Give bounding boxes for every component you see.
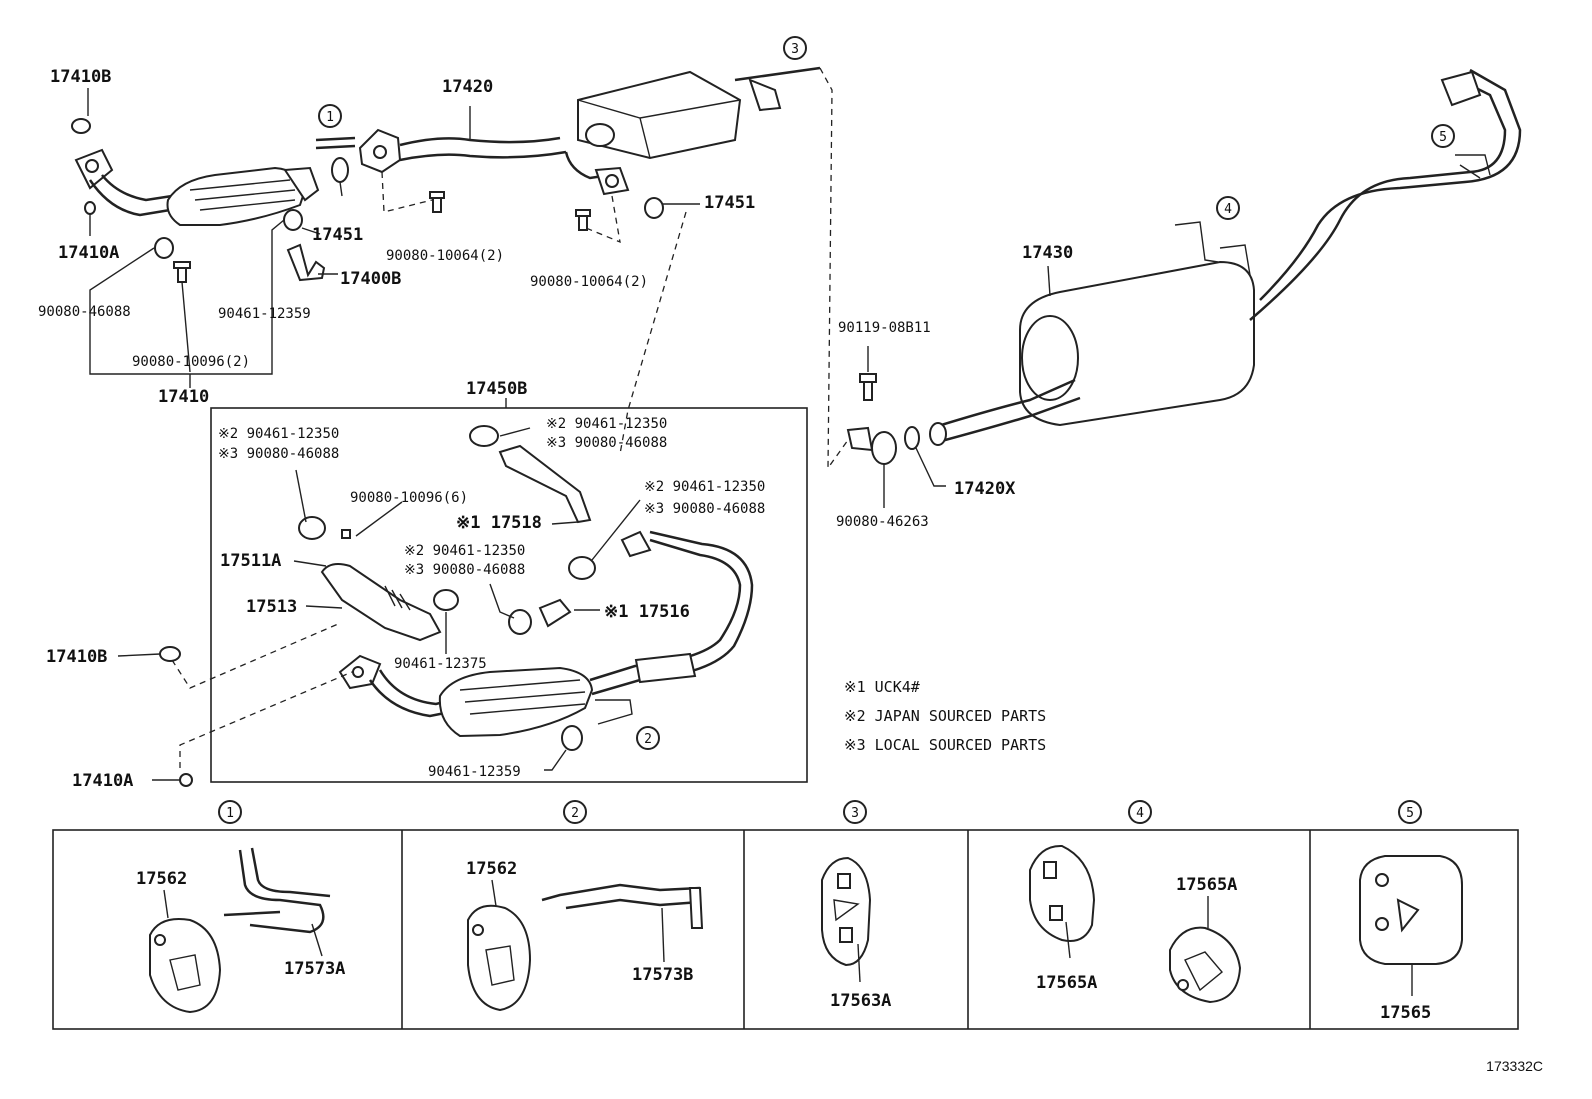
clamp-90461-12359-top	[283, 209, 303, 231]
ref-b-line2: ※3 90080-46088	[546, 435, 667, 451]
bolt-90080-10064-b	[575, 209, 591, 231]
note-1: ※1 UCK4#	[844, 678, 920, 696]
gasket-17410B-mid	[159, 646, 181, 662]
hanger-panel-frame	[52, 829, 1519, 1030]
label-17400B: 17400B	[340, 269, 401, 289]
label-17430: 17430	[1022, 243, 1073, 263]
circled-2-box: 2	[644, 732, 652, 747]
circled-4-panel: 4	[1136, 806, 1144, 821]
label-17518: ※1 17518	[456, 513, 542, 533]
clamp-90080-46088	[154, 237, 174, 259]
label-90080-46088: 90080-46088	[38, 304, 131, 320]
label-panel2-17573B: 17573B	[632, 965, 693, 985]
label-17410A-mid: 17410A	[72, 771, 133, 791]
label-17410: 17410	[158, 387, 209, 407]
box-labels: ※2 90461-12350 ※3 90080-46088 ※2 90461-1…	[46, 416, 765, 791]
bolt-90119-08B11	[859, 373, 877, 401]
assembly-box-17450B	[210, 407, 808, 783]
circled-4-top: 4	[1224, 202, 1232, 217]
part-labels: 17410B 17410A 90080-46088 90080-10096(2)…	[38, 67, 1073, 530]
center-pipe-17420	[315, 66, 821, 196]
label-90119-08B11: 90119-08B11	[838, 320, 931, 336]
label-17511A: 17511A	[220, 551, 281, 571]
circled-3-panel: 3	[851, 806, 859, 821]
ref-c-line2: ※3 90080-46088	[644, 501, 765, 517]
clamp-90080-46263	[871, 431, 897, 465]
label-17410A-top: 17410A	[58, 243, 119, 263]
gasket-17410B-top	[71, 118, 91, 134]
circled-2-panel: 2	[571, 806, 579, 821]
bracket-17400B	[286, 243, 326, 282]
hanger-panel-3: 17563A	[821, 856, 891, 1011]
ref-b-line1: ※2 90461-12350	[546, 416, 667, 432]
label-90080-10064-b: 90080-10064(2)	[530, 274, 648, 290]
label-panel1-17573A: 17573A	[284, 959, 345, 979]
hanger-panels: 1 2 3 4 5 17562 17573A	[52, 800, 1519, 1030]
ref-c-line1: ※2 90461-12350	[644, 479, 765, 495]
label-17516: ※1 17516	[604, 602, 690, 622]
note-3: ※3 LOCAL SOURCED PARTS	[844, 736, 1046, 754]
label-90461-12359-top: 90461-12359	[218, 306, 311, 322]
label-panel3-17563A: 17563A	[830, 991, 891, 1011]
label-17451-right: 17451	[704, 193, 755, 213]
circled-markers: 3 1 5 4 2	[318, 36, 1455, 750]
label-17451-left: 17451	[312, 225, 363, 245]
circled-5-top: 5	[1439, 130, 1447, 145]
gasket-17451-right	[644, 197, 664, 219]
label-panel4-17565A-b: 17565A	[1036, 973, 1097, 993]
hanger-panel-4: 17565A 17565A	[1029, 844, 1242, 1004]
label-17450B: 17450B	[466, 379, 527, 399]
circled-1-top: 1	[326, 110, 334, 125]
label-90080-10096-2: 90080-10096(2)	[132, 354, 250, 370]
bolt-90080-10096	[173, 261, 191, 283]
hanger-panel-2: 17562 17573B	[466, 859, 704, 1012]
hanger-panel-1: 17562 17573A	[136, 847, 345, 1014]
bolt-90080-10064-a	[429, 191, 445, 213]
label-17513: 17513	[246, 597, 297, 617]
figure-code: 173332C	[1486, 1058, 1543, 1074]
label-panel1-17562: 17562	[136, 869, 187, 889]
tail-pipe-17430	[929, 68, 1522, 446]
note-2: ※2 JAPAN SOURCED PARTS	[844, 707, 1046, 725]
label-90080-10096-6: 90080-10096(6)	[350, 490, 468, 506]
label-17420: 17420	[442, 77, 493, 97]
box-parts	[298, 425, 754, 751]
label-17410B-mid: 17410B	[46, 647, 107, 667]
nut-17410A-top	[84, 201, 96, 215]
ref-a-line1: ※2 90461-12350	[218, 426, 339, 442]
label-17410B-top: 17410B	[50, 67, 111, 87]
label-90461-12359-box: 90461-12359	[428, 764, 521, 780]
gasket-17420X	[904, 426, 920, 450]
label-panel2-17562: 17562	[466, 859, 517, 879]
label-90080-46263: 90080-46263	[836, 514, 929, 530]
circled-3-top: 3	[791, 42, 799, 57]
label-panel5-17565: 17565	[1380, 1003, 1431, 1023]
ref-a-line2: ※3 90080-46088	[218, 446, 339, 462]
ref-d-line1: ※2 90461-12350	[404, 543, 525, 559]
nut-17410A-mid	[179, 773, 193, 787]
label-90461-12375: 90461-12375	[394, 656, 487, 672]
label-90080-10064-a: 90080-10064(2)	[386, 248, 504, 264]
circled-5-panel: 5	[1406, 806, 1414, 821]
leader-lines	[87, 67, 1051, 781]
front-pipe-assembly-top	[74, 148, 320, 226]
hanger-panel-5: 17565	[1359, 855, 1463, 1023]
label-17420X: 17420X	[954, 479, 1016, 499]
ref-d-line2: ※3 90080-46088	[404, 562, 525, 578]
label-panel4-17565A-a: 17565A	[1176, 875, 1237, 895]
notes-legend: ※1 UCK4# ※2 JAPAN SOURCED PARTS ※3 LOCAL…	[844, 678, 1046, 754]
circled-1-panel: 1	[226, 806, 234, 821]
bracket-small	[846, 426, 874, 452]
gasket-17451-left	[331, 157, 349, 183]
